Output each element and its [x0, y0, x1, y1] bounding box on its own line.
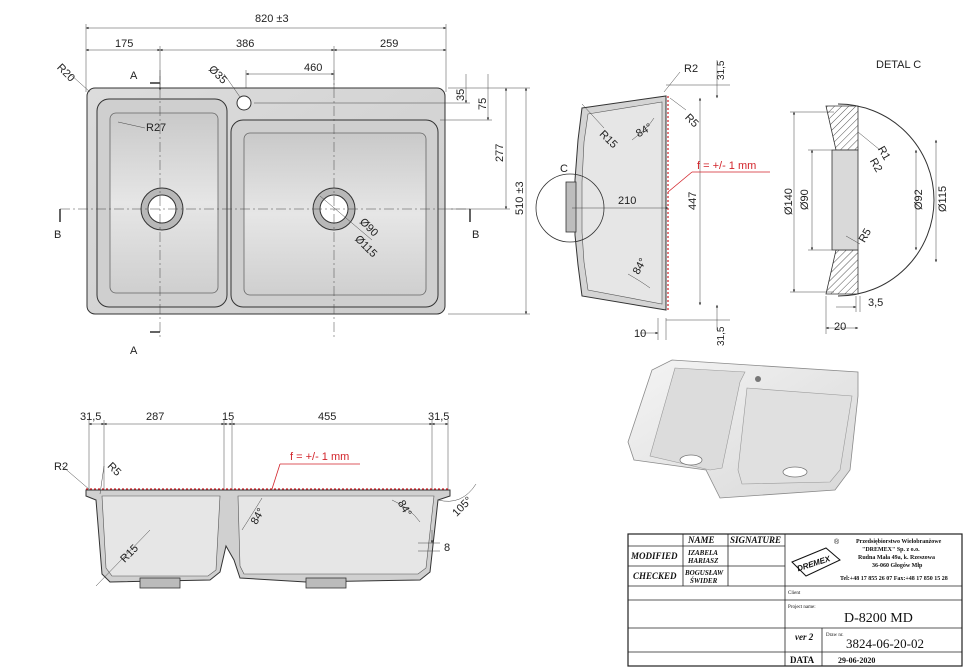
- company-line-5: Tel:+48 17 855 26 07 Fax:+48 17 850 15 2…: [840, 576, 948, 582]
- isometric-view: [627, 359, 859, 499]
- dremex-logo: DREMEX ®: [791, 538, 841, 577]
- version: ver 2: [795, 632, 814, 642]
- side-flatness-label: f = +/- 1 mm: [697, 160, 756, 172]
- detail-d115-label: Ø115: [937, 186, 949, 212]
- detail-d90-label: Ø90: [799, 189, 811, 210]
- detail-c-marker: C: [560, 163, 568, 175]
- depth-35-label: 35: [455, 89, 467, 101]
- section-b-left: B: [54, 229, 61, 241]
- section-a-top: A: [130, 70, 138, 82]
- tap-to-drain-label: 460: [304, 62, 322, 74]
- company-line-1: Przedsiębiorstwo Wielobranżowe: [856, 539, 942, 545]
- front-flatness-label: f = +/- 1 mm: [290, 451, 349, 463]
- detail-c: DETAL C Ø140 Ø90 Ø92 Ø115 R1 R2 R5 3,5 2…: [783, 59, 949, 334]
- side-section: 31,5 31,5 447 210 C R2 R5 R15 84° 84° f …: [535, 60, 770, 346]
- row-modified: MODIFIED: [630, 551, 678, 561]
- client-label: Client: [788, 591, 801, 596]
- checked-name-2: ŚWIDER: [690, 577, 718, 585]
- side-height-label: 447: [687, 192, 699, 210]
- detail-r5-label: R5: [857, 227, 874, 245]
- front-d2-label: 287: [146, 411, 164, 423]
- front-r5-label: R5: [105, 460, 123, 478]
- side-r2-label: R2: [684, 63, 698, 75]
- company-line-2: "DREMEX" Sp. z o.o.: [862, 547, 920, 553]
- overall-depth-label: 510 ±3: [514, 181, 526, 215]
- side-r5-label: R5: [682, 112, 700, 130]
- col-signature-header: SIGNATURE: [730, 535, 781, 545]
- depth-75-label: 75: [477, 98, 489, 110]
- detail-title: DETAL C: [876, 59, 921, 71]
- front-d1-label: 31,5: [80, 411, 101, 423]
- title-block: NAME SIGNATURE MODIFIED CHECKED IZABELA …: [627, 533, 963, 667]
- front-section: 31,5 287 15 455 31,5 R2 R5 R15 f = +/- 1…: [54, 411, 477, 589]
- seg-right-label: 259: [380, 38, 398, 50]
- company-line-4: 36-060 Głogów Młp: [872, 563, 923, 569]
- project-name: D-8200 MD: [844, 611, 913, 626]
- detail-d20-label: 20: [834, 321, 846, 333]
- side-rim-10-label: 10: [634, 328, 646, 340]
- depth-277-label: 277: [494, 144, 506, 162]
- company-line-3: Rudna Mała 49a, k. Rzeszowa: [858, 555, 935, 561]
- front-d5-label: 31,5: [428, 411, 449, 423]
- registered-mark: ®: [834, 538, 840, 546]
- date-value: 29-06-2020: [838, 656, 875, 665]
- drawing-label: Draw nr.: [826, 633, 844, 638]
- front-d3-label: 15: [222, 411, 234, 423]
- tap-hole: [236, 95, 252, 111]
- tap-hole-label: Ø35: [206, 63, 229, 86]
- row-checked: CHECKED: [633, 571, 677, 581]
- section-b-right: B: [472, 229, 479, 241]
- modified-name-1: IZABELA: [687, 549, 718, 557]
- checked-name-1: BOGUSŁAW: [684, 569, 724, 577]
- date-label: DATA: [790, 655, 815, 665]
- drawing-number: 3824-06-20-02: [846, 636, 924, 651]
- top-view: 820 ±3 175 386 259 460 A: [54, 13, 530, 357]
- overall-width-label: 820 ±3: [255, 13, 289, 25]
- project-label: Project name:: [788, 605, 816, 610]
- modified-name-2: HARIASZ: [687, 557, 719, 565]
- front-d8-label: 8: [444, 542, 450, 554]
- seg-left-label: 175: [115, 38, 133, 50]
- front-d4-label: 455: [318, 411, 336, 423]
- corner-radius-label: R20: [54, 62, 77, 85]
- front-r2-label: R2: [54, 461, 68, 473]
- side-210-label: 210: [618, 195, 636, 207]
- side-top-315-label: 31,5: [716, 60, 727, 80]
- detail-d35-label: 3,5: [868, 297, 883, 309]
- detail-d140-label: Ø140: [783, 188, 795, 215]
- bowl-radius-label: R27: [146, 122, 166, 134]
- front-angle3: 105°: [450, 495, 475, 520]
- side-bottom-315-label: 31,5: [716, 326, 727, 346]
- detail-d92-label: Ø92: [913, 189, 925, 210]
- section-a-bottom: A: [130, 345, 138, 357]
- seg-mid-label: 386: [236, 38, 254, 50]
- col-name-header: NAME: [687, 535, 715, 545]
